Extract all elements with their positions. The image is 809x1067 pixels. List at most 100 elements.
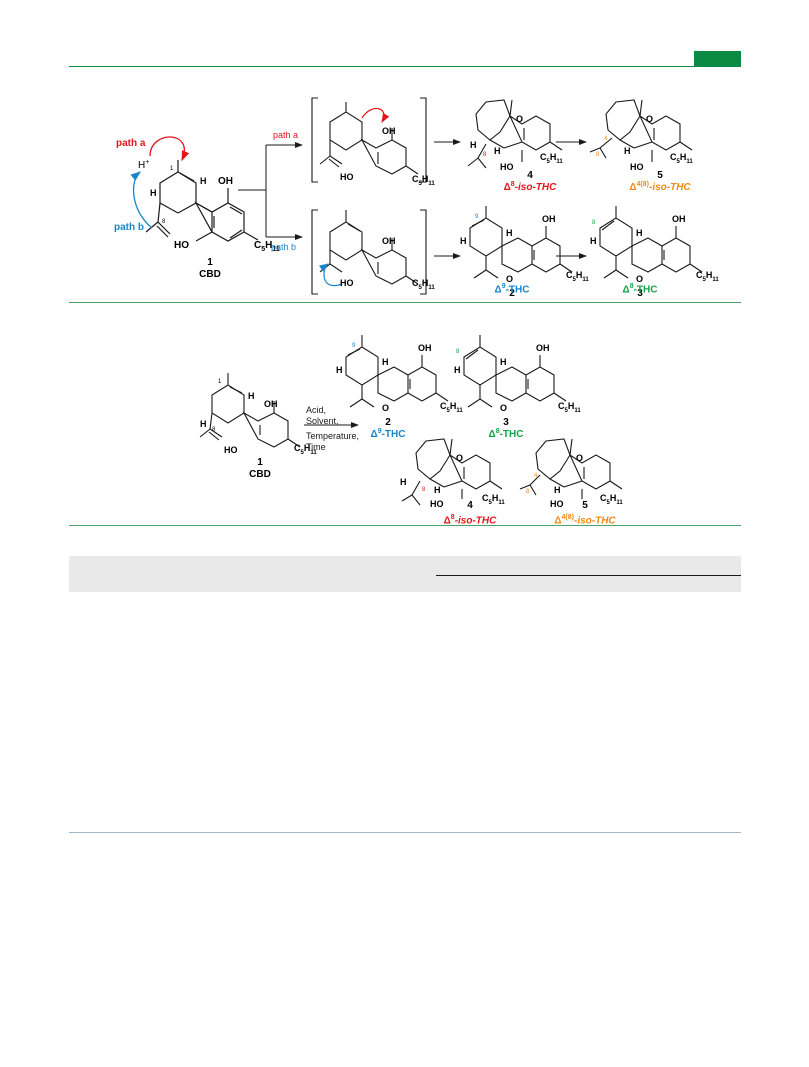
- path-b-arrow: [130, 171, 153, 229]
- p3-h1: H: [590, 236, 597, 246]
- p5-pos8: 8: [596, 152, 600, 158]
- s2-p2-c5h11: C5H11: [440, 401, 463, 414]
- cbd-name: CBD: [199, 269, 221, 280]
- s2-p3-oh: OH: [536, 343, 550, 353]
- s2-product-5: [519, 438, 623, 499]
- s2-cbd-pos1: 1: [218, 379, 222, 385]
- s2-product-4: [401, 438, 503, 506]
- cbd-pos8: 8: [162, 219, 166, 225]
- int-b-ho: HO: [340, 278, 354, 288]
- s2-p5-pos4: 4: [534, 473, 538, 479]
- s2-cbd-name: CBD: [249, 469, 271, 480]
- p4-h2: H: [494, 146, 501, 156]
- s2-p3-o: O: [500, 403, 507, 413]
- s2-p2-oh: OH: [418, 343, 432, 353]
- s2-product-3: [463, 335, 567, 408]
- p2-name-s1: Δ9-THC: [494, 283, 530, 296]
- int-a-oh: OH: [382, 126, 396, 136]
- s2-cbd-oh: OH: [264, 399, 278, 409]
- header-accent-bar: [694, 51, 741, 67]
- s2-p5-label: 5 Δ4(8)-iso-THC: [540, 500, 630, 527]
- product-4: [467, 99, 563, 169]
- cbd-c5h11: C5H11: [254, 240, 280, 253]
- p4-h: H: [470, 140, 477, 150]
- table-header-band: [69, 556, 741, 592]
- s2-condition-time: Time: [306, 442, 326, 452]
- s2-p5-name: Δ4(8)-iso-THC: [554, 514, 616, 527]
- intermediate-b-arrow: [319, 263, 343, 287]
- h-plus: H+: [138, 159, 149, 171]
- p2-o: O: [506, 274, 513, 284]
- scheme-divider-1: [69, 302, 741, 303]
- p4-c5h11: C5H11: [540, 152, 563, 165]
- s2-p5-h: H: [554, 485, 561, 495]
- int-a-c5h11: C5H11: [412, 174, 435, 187]
- cbd-oh: OH: [218, 176, 233, 187]
- p2-c5h11: C5H11: [566, 270, 589, 283]
- s2-p4-label: 4 Δ8-iso-THC: [430, 500, 510, 527]
- p4-ho: HO: [500, 162, 514, 172]
- s2-p2-h1: H: [336, 365, 343, 375]
- p3-c5h11: C5H11: [696, 270, 719, 283]
- s2-p4-pos8: 8: [422, 487, 426, 493]
- cbd-number: 1: [207, 257, 213, 268]
- table-header-rule: [436, 575, 741, 576]
- p3-name-s1: Δ8-THC: [622, 283, 658, 296]
- s2-p4-c5h11: C5H11: [482, 493, 505, 506]
- cbd-structure: [145, 160, 259, 242]
- s2-p4-name: Δ8-iso-THC: [443, 514, 497, 527]
- s2-p5-c5h11: C5H11: [600, 493, 623, 506]
- p2-pos9: 9: [475, 214, 479, 220]
- cbd-h1: H: [150, 188, 157, 198]
- product-3: [599, 206, 703, 279]
- intermediate-a: [311, 97, 427, 183]
- p3-oh: OH: [672, 214, 686, 224]
- s2-p5-number: 5: [582, 500, 588, 511]
- s2-cbd-number: 1: [257, 457, 263, 468]
- s2-condition-temperature: Temperature,: [306, 431, 360, 441]
- p3-number: 3: [637, 288, 643, 299]
- s2-p4-ho: HO: [430, 499, 444, 509]
- s2-p3-c5h11: C5H11: [558, 401, 581, 414]
- s2-cbd-h1: H: [200, 419, 207, 429]
- path-b-branch-label: path b: [271, 242, 296, 252]
- s2-p4-o: O: [456, 453, 463, 463]
- s2-condition-acid: Acid,: [306, 405, 327, 415]
- p4-number: 4: [527, 170, 533, 181]
- path-a-branch-label: path a: [273, 130, 298, 140]
- s2-product-2: [345, 335, 449, 408]
- s2-p2-name: Δ9-THC: [371, 428, 406, 440]
- p3-pos8: 8: [592, 220, 596, 226]
- product-5: [589, 99, 693, 162]
- header-rule: [69, 66, 741, 67]
- path-a-label: path a: [116, 138, 146, 149]
- p5-o: O: [646, 114, 653, 124]
- cbd-ho: HO: [174, 240, 189, 251]
- path-b-label: path b: [114, 222, 144, 233]
- p5-c5h11: C5H11: [670, 152, 693, 165]
- s2-p5-pos8: 8: [526, 489, 530, 495]
- int-b-oh: OH: [382, 236, 396, 246]
- s2-p4-h1: H: [400, 477, 407, 487]
- s2-p3-name: Δ8-THC: [489, 428, 524, 440]
- intermediate-a-arrow: [361, 107, 390, 124]
- intermediate-b: [311, 209, 427, 295]
- p2-oh: OH: [542, 214, 556, 224]
- p4-pos8: 8: [483, 152, 487, 158]
- p2-number: 2: [509, 288, 515, 299]
- p3-o: O: [636, 274, 643, 284]
- s2-p5-ho: HO: [550, 499, 564, 509]
- scheme-1-mechanism: OH HO C5H11 H H 1 8 1 CBD H+ path a path…: [114, 97, 719, 299]
- scheme-divider-2: [69, 525, 741, 526]
- s2-p2-h2: H: [382, 357, 389, 367]
- cbd-h2: H: [200, 176, 207, 186]
- p5-h: H: [624, 146, 631, 156]
- cbd-pos1: 1: [170, 166, 174, 172]
- p5-name: Δ4(8)-iso-THC: [629, 181, 691, 193]
- s2-p4-number: 4: [467, 500, 473, 511]
- int-b-c5h11: C5H11: [412, 278, 435, 291]
- s2-p2-o: O: [382, 403, 389, 413]
- s2-p4-h2: H: [434, 485, 441, 495]
- path-a-arrow: [149, 136, 190, 162]
- table-bottom-rule: [69, 832, 741, 833]
